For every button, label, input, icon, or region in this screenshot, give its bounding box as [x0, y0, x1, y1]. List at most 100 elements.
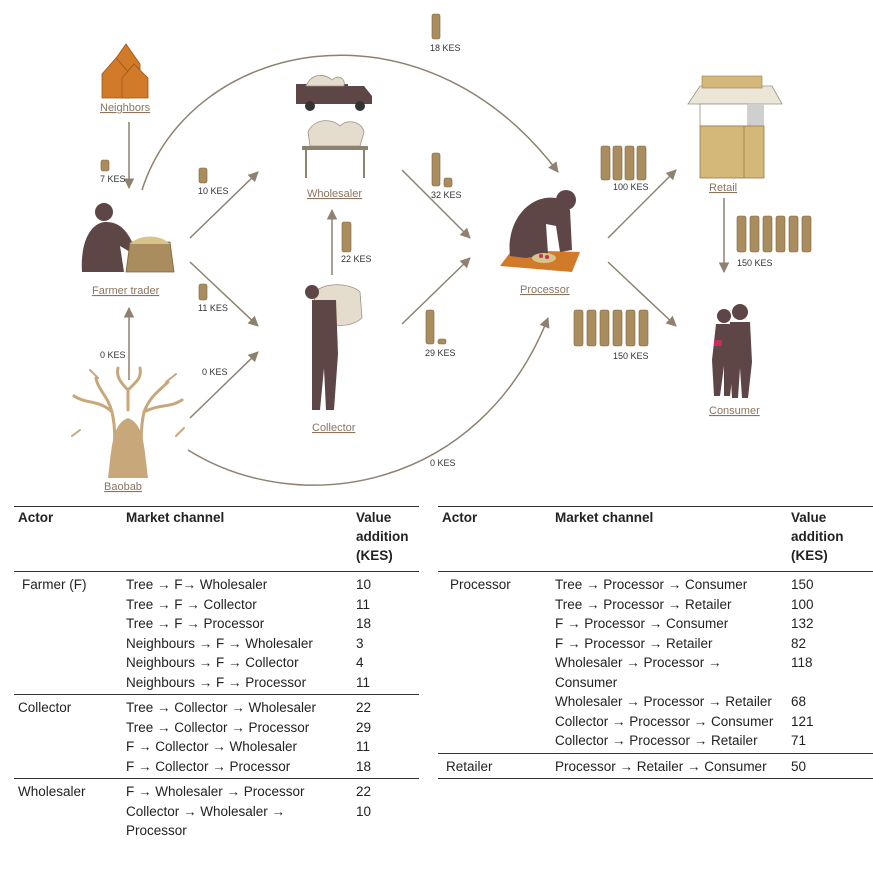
value-addition-table-right: Actor Market channel Value addition (KES…	[438, 506, 873, 779]
flow-label-farmer-processor: 18 KES	[430, 43, 461, 53]
value-cell: 22	[356, 700, 372, 715]
coin-stack-18	[431, 13, 441, 40]
coin-stack-10	[198, 167, 208, 184]
node-label-collector: Collector	[312, 422, 356, 434]
header-market-channel: Market channel	[551, 506, 787, 572]
value-cell: 132	[791, 616, 814, 631]
table-row: Tree → F → Processor 18	[14, 614, 419, 634]
flow-label-processor-retail: 100 KES	[613, 182, 649, 192]
table-row: Collector → Processor → Consumer 121	[438, 712, 873, 732]
value-cell: 18	[352, 756, 419, 779]
node-label-farmer: Farmer trader	[92, 285, 160, 297]
value-cell: 118	[791, 655, 813, 670]
channel-cell: Tree → F → Processor	[126, 616, 265, 631]
arrow-collector-processor	[401, 257, 471, 325]
table-row: Wholesaler F → Wholesaler → Processor 22	[14, 779, 419, 802]
flow-label-baobab-processor: 0 KES	[430, 458, 456, 468]
arrow-wholesaler-processor	[401, 169, 471, 239]
channel-cell: Tree → Collector → Processor	[126, 719, 310, 735]
channel-cell: Wholesaler → Processor → Consumer	[555, 655, 722, 690]
arrow-processor-consumer	[607, 261, 677, 327]
channel-cell: Tree → Processor → Consumer	[555, 577, 748, 592]
channel-cell: Collector → Processor → Retailer	[551, 731, 787, 754]
value-cell: 82	[791, 635, 807, 651]
channel-cell: F → Collector → Processor	[122, 756, 352, 779]
coin-stack-32	[431, 152, 453, 188]
channel-cell: Tree → Processor → Retailer	[555, 596, 732, 612]
coin-stack-100	[600, 145, 647, 181]
retail-kiosk-icon	[687, 75, 783, 179]
value-cell: 121	[791, 713, 814, 729]
farmer-trader-figure-icon	[81, 203, 175, 273]
coin-stack-150-retail	[736, 215, 812, 253]
value-addition-table-left: Actor Market channel Value addition (KES…	[14, 506, 419, 841]
actor-cell: Retailer	[438, 753, 551, 779]
value-cell: 10	[356, 577, 372, 592]
node-label-consumer: Consumer	[709, 405, 760, 417]
node-label-neighbors: Neighbors	[100, 102, 151, 114]
node-label-baobab: Baobab	[104, 481, 142, 493]
coin-stack-150-consumer	[573, 309, 649, 347]
flow-label-collector-processor: 29 KES	[425, 348, 456, 358]
value-cell: 4	[356, 655, 364, 670]
channel-cell: F → Wholesaler → Processor	[126, 784, 305, 799]
flow-label-wholesaler-processor: 32 KES	[431, 190, 462, 200]
table-header-row: Actor Market channel Value addition (KES…	[438, 506, 873, 572]
table-row: Neighbours → F → Wholesaler 3	[14, 634, 419, 654]
channel-cell: F → Processor → Consumer	[555, 616, 729, 631]
consumer-figures-icon	[712, 304, 752, 398]
value-cell: 22	[356, 784, 372, 799]
table-row: Tree → Processor → Retailer 100	[438, 595, 873, 615]
flow-label-farmer-collector: 11 KES	[198, 303, 228, 313]
value-cell: 150	[791, 577, 814, 592]
header-actor: Actor	[14, 506, 122, 572]
header-value-addition: Value addition (KES)	[787, 506, 873, 572]
table-row: Wholesaler → Processor → Consumer 118	[438, 653, 873, 692]
value-cell: 71	[787, 731, 873, 754]
collector-figure-icon	[305, 284, 363, 410]
header-value-addition: Value addition (KES)	[352, 506, 419, 572]
channel-cell: Tree → F→ Wholesaler	[126, 577, 268, 592]
coin-stack-7	[100, 159, 110, 172]
table-row: Processor Tree → Processor → Consumer 150	[438, 572, 873, 595]
channel-cell: Tree → F → Collector	[126, 596, 257, 612]
value-cell: 18	[356, 616, 372, 631]
flow-label-processor-consumer: 150 KES	[613, 351, 649, 361]
channel-cell: Collector → Processor → Consumer	[555, 713, 774, 729]
flow-label-baobab-farmer: 0 KES	[100, 350, 126, 360]
arrow-farmer-collector	[189, 261, 259, 327]
header-market-channel: Market channel	[122, 506, 352, 572]
coin-stack-29	[425, 309, 447, 345]
value-chain-diagram: 18 KES 7 KES 10 KES 11 KES 0 KES 0 KES 0…	[71, 13, 812, 493]
baobab-tree-icon	[71, 366, 185, 478]
flow-label-neighbors-farmer: 7 KES	[100, 174, 126, 184]
table-row: F → Processor → Consumer 132	[438, 614, 873, 634]
node-label-processor: Processor	[520, 284, 570, 296]
flow-label-retail-consumer: 150 KES	[737, 258, 773, 268]
value-cell: 3	[356, 635, 364, 651]
wholesaler-truck-icon	[296, 75, 372, 111]
node-label-retail: Retail	[709, 182, 737, 194]
channel-cell: Tree → Collector → Wholesaler	[126, 700, 317, 715]
coin-stack-22	[341, 221, 352, 253]
channel-cell: Neighbours → F → Wholesaler	[126, 635, 313, 651]
channel-cell: Wholesaler → Processor → Retailer	[555, 694, 772, 709]
arrow-farmer-wholesaler	[189, 171, 259, 239]
value-cell: 10	[356, 803, 372, 819]
channel-cell: F → Processor → Retailer	[555, 635, 713, 651]
arrow-processor-retail	[607, 169, 677, 239]
actor-cell: Processor	[450, 577, 511, 592]
node-label-wholesaler: Wholesaler	[307, 188, 362, 200]
value-cell: 100	[791, 596, 814, 612]
wholesaler-table-icon	[302, 120, 368, 178]
channel-cell: Processor → Retailer → Consumer	[551, 753, 787, 779]
actor-cell: Wholesaler	[18, 784, 86, 799]
value-cell: 50	[787, 753, 873, 779]
